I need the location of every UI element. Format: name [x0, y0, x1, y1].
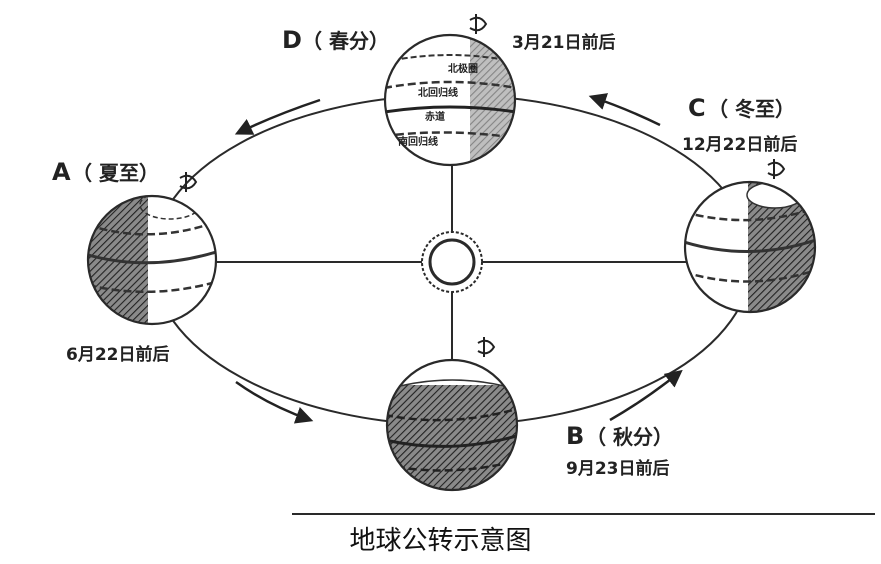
direction-arrow-top-left: [234, 98, 321, 135]
latitude-label-tropic-of-capricorn: 南回归线: [398, 135, 438, 148]
label-b-letter: B: [566, 422, 584, 450]
earth-globe-d: 北极圈 北回归线 赤道 南回归线: [383, 14, 517, 167]
sun-icon: [421, 231, 483, 293]
earth-globe-a: [86, 172, 218, 326]
label-b-term: （ 秋分）: [586, 425, 673, 449]
label-c-date: 12月22日前后: [682, 134, 797, 155]
label-a-term: （ 夏至）: [72, 161, 159, 185]
direction-arrow-bottom-right: [609, 369, 683, 422]
earth-globe-b: [385, 337, 519, 492]
earth-globe-c: [683, 159, 817, 314]
latitude-label-equator: 赤道: [425, 110, 445, 123]
direction-arrow-top-right: [588, 93, 661, 127]
direction-arrow-bottom-left: [235, 380, 314, 424]
latitude-label-tropic-of-cancer: 北回归线: [418, 86, 458, 99]
latitude-label-arctic-circle: 北极圈: [448, 62, 478, 75]
label-c-letter: C: [688, 94, 706, 122]
label-b-date: 9月23日前后: [566, 458, 670, 479]
label-d-date: 3月21日前后: [512, 32, 616, 53]
diagram-caption: 地球公转示意图: [349, 526, 532, 556]
label-c-term: （ 冬至）: [708, 97, 795, 121]
label-d-term: （ 春分）: [302, 29, 389, 53]
label-a-date: 6月22日前后: [66, 344, 170, 365]
label-d-letter: D: [282, 26, 302, 54]
label-a-letter: A: [52, 158, 71, 186]
